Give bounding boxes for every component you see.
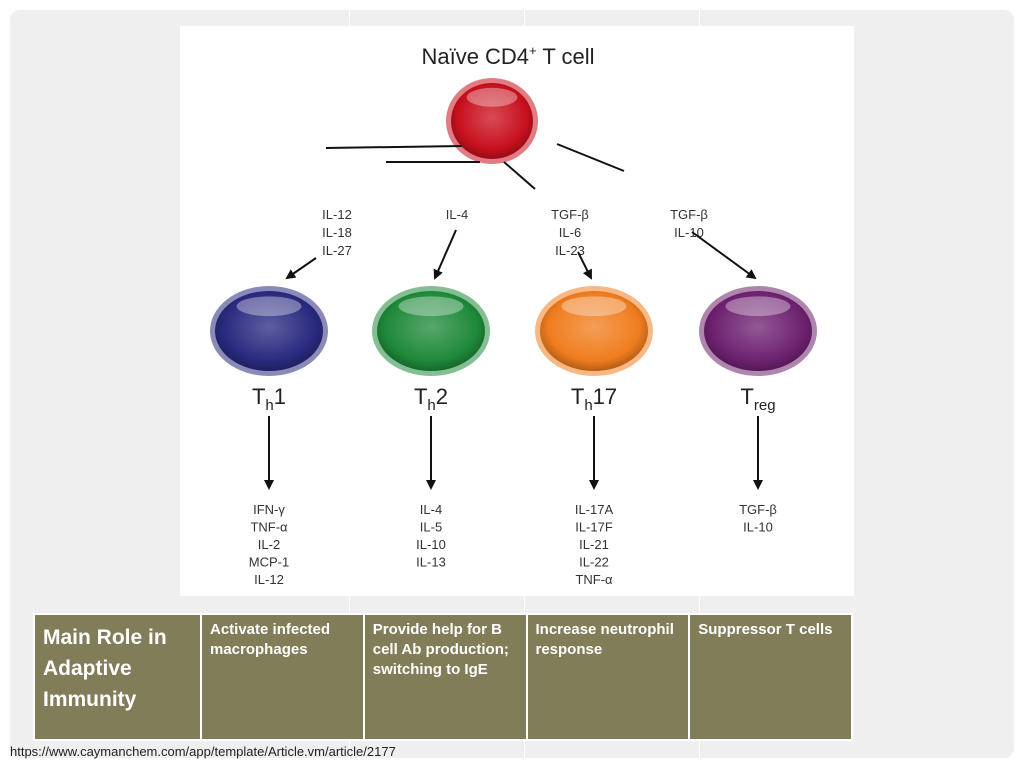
cytokine-label: IL-13 [416, 555, 446, 570]
effector-cell [210, 286, 328, 376]
table-header-cell: Main Role in Adaptive Immunity [33, 613, 202, 741]
connector-line [503, 161, 536, 190]
cytokine-label: MCP-1 [249, 555, 289, 570]
inducer-label: TGF-β [551, 207, 589, 222]
inducer-label: IL-23 [555, 243, 585, 258]
effector-cell [372, 286, 490, 376]
connector-line [325, 145, 463, 149]
cytokine-label: IL-17F [575, 520, 613, 535]
induction-arrow [285, 257, 317, 280]
inducer-label: IL-12 [322, 207, 352, 222]
induction-arrow [433, 229, 457, 280]
cell-highlight [561, 296, 627, 317]
role-cell-th1: Activate infected macrophages [200, 613, 365, 741]
cytokine-label: IL-10 [416, 537, 446, 552]
effector-cell [699, 286, 817, 376]
naive-t-cell [446, 78, 538, 164]
cell-type-label: Th2 [414, 384, 448, 414]
cytokine-label: IL-5 [420, 520, 442, 535]
root-cell-title: Naïve CD4+ T cell [421, 43, 594, 69]
induction-arrow [577, 251, 592, 280]
main-role-table: Main Role in Adaptive Immunity Activate … [33, 613, 853, 741]
cytokine-label: IFN-γ [253, 502, 285, 517]
cell-highlight [236, 296, 302, 317]
role-cell-treg: Suppressor T cells [688, 613, 853, 741]
cytokine-label: TGF-β [739, 502, 777, 517]
source-url: https://www.caymanchem.com/app/template/… [10, 744, 396, 759]
induction-arrow [691, 231, 757, 280]
role-cell-th2: Provide help for B cell Ab production; s… [362, 613, 528, 741]
cell-type-label: Th1 [252, 384, 286, 414]
cytokine-label: TNF-α [250, 520, 288, 535]
cell-body [704, 291, 812, 371]
effector-cell [535, 286, 653, 376]
cell-type-label: Th17 [571, 384, 617, 414]
cytokine-label: TNF-α [575, 572, 613, 587]
cytokine-label: IL-12 [254, 572, 284, 587]
cytokine-label: IL-2 [258, 537, 280, 552]
cell-body [540, 291, 648, 371]
cytokine-label: IL-10 [743, 520, 773, 535]
cell-type-label: Treg [740, 384, 775, 414]
cell-body [451, 83, 533, 159]
inducer-label: IL-6 [559, 225, 581, 240]
cytokine-label: IL-4 [420, 502, 442, 517]
connector-line [556, 143, 625, 172]
inducer-label: IL-4 [446, 207, 468, 222]
cell-highlight [398, 296, 464, 317]
inducer-cytokines: IL-4 [446, 207, 468, 222]
inducer-label: TGF-β [670, 207, 708, 222]
inducer-label: IL-27 [322, 243, 352, 258]
cytokine-label: IL-21 [579, 537, 609, 552]
cell-highlight [725, 296, 791, 317]
table-row: Main Role in Adaptive Immunity Activate … [33, 613, 853, 741]
cell-highlight [466, 87, 518, 107]
cytokine-label: IL-17A [575, 502, 614, 517]
cell-body [215, 291, 323, 371]
cytokine-label: IL-22 [579, 555, 609, 570]
role-cell-th17: Increase neutrophil response [525, 613, 691, 741]
cell-body [377, 291, 485, 371]
inducer-label: IL-18 [322, 225, 352, 240]
